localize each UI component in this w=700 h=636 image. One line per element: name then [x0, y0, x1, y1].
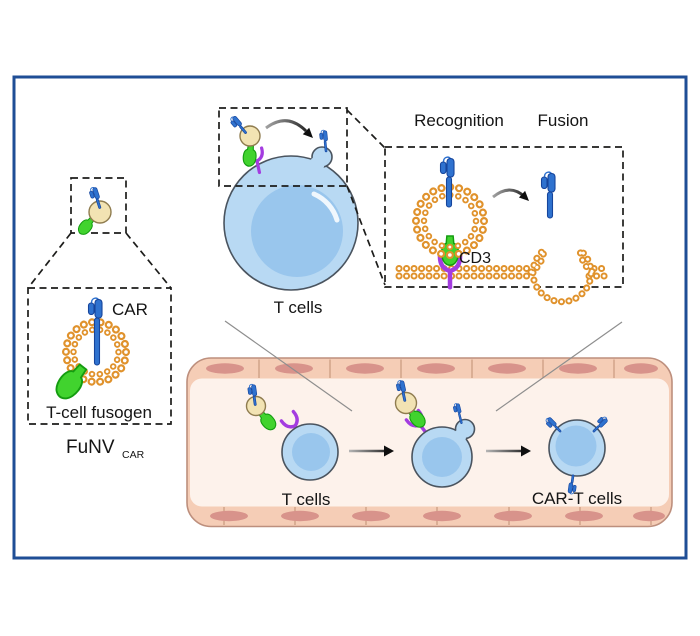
- vessel-scene-car-t-cell: [543, 414, 610, 495]
- funv-caption: FuNV CAR: [66, 437, 145, 461]
- cell-highlight: [311, 191, 340, 223]
- figure-frame: [12, 75, 688, 560]
- zoom-guide-line-right: [495, 321, 623, 412]
- funv-vesicle-icon: [245, 395, 267, 417]
- car-receptor-icon: [543, 415, 562, 433]
- arrow-step-1: [349, 445, 394, 457]
- t-cells-vessel-label: T cells: [282, 490, 331, 509]
- fused-membrane-omega: [527, 241, 597, 306]
- fusogen-icon: [440, 235, 460, 267]
- recognition-fusion-panel: Recognition Fusion CD3: [384, 111, 624, 306]
- funv-vesicle-icon: [394, 391, 418, 415]
- t-cell-panel: T cells: [218, 107, 386, 317]
- fusion-label: Fusion: [537, 111, 588, 130]
- recognition-label: Recognition: [414, 111, 504, 130]
- t-cell-large-nucleus: [251, 185, 343, 277]
- funv-overview: [27, 177, 172, 289]
- car-antibody-icon: [246, 383, 258, 406]
- car-antibody-icon: [87, 297, 103, 366]
- funv-label: FuNV: [66, 437, 115, 458]
- funv-label-subscript: CAR: [122, 449, 145, 461]
- zoom-guide-line-left: [224, 320, 353, 412]
- bud-junction: [309, 156, 325, 172]
- vesicle-lipid-ring-inner-core: [72, 328, 120, 376]
- zoom-connector: [346, 185, 386, 286]
- arrow-step-2: [486, 445, 531, 457]
- car-antibody-icon: [452, 402, 463, 424]
- car-antibody-icon: [395, 379, 407, 402]
- zoom-connector: [346, 109, 386, 149]
- car-receptor-icon: [567, 474, 578, 495]
- curved-arrow-docking: [265, 119, 313, 138]
- bud-junction: [452, 430, 466, 444]
- t-cell-nucleus: [292, 433, 330, 471]
- dashed-box-funv-small: [70, 177, 127, 234]
- fusing-t-cell-nucleus: [422, 437, 462, 477]
- car-antibody-icon: [540, 171, 556, 219]
- car-antibody-icon: [227, 114, 247, 134]
- car-antibody-icon: [439, 156, 455, 208]
- car-t-cells-label: CAR-T cells: [532, 489, 622, 508]
- car-antibody-icon: [87, 185, 102, 209]
- cell-membrane: [395, 265, 614, 280]
- funv-vesicle-icon: [88, 200, 112, 224]
- t-cells-panel-label: T cells: [274, 298, 323, 317]
- vesicle-lipid-ring-outer-core: [64, 320, 128, 384]
- car-t-cell-nucleus: [555, 425, 597, 467]
- cd3-label: CD3: [459, 250, 491, 267]
- funv-detail-panel: CAR T-cell fusogen: [27, 287, 172, 425]
- vessel-scene-t-cell: [245, 383, 339, 481]
- fusogen-icon: [241, 142, 258, 168]
- vessel-wall-nuclei: [206, 363, 665, 522]
- car-label: CAR: [112, 300, 148, 319]
- car-receptor-icon: [592, 414, 610, 433]
- dashed-box-docking: [218, 107, 348, 187]
- zoom-connector: [27, 232, 72, 289]
- car-antibody-icon: [318, 129, 329, 153]
- fusogen-label: T-cell fusogen: [46, 403, 152, 422]
- vessel-scene-fusing-cell: [394, 379, 476, 488]
- curved-arrow-fusion: [492, 188, 529, 201]
- zoom-connector: [125, 232, 172, 289]
- dashed-box-funv-detail: [27, 287, 172, 425]
- dashed-box-mechanism: [384, 146, 624, 288]
